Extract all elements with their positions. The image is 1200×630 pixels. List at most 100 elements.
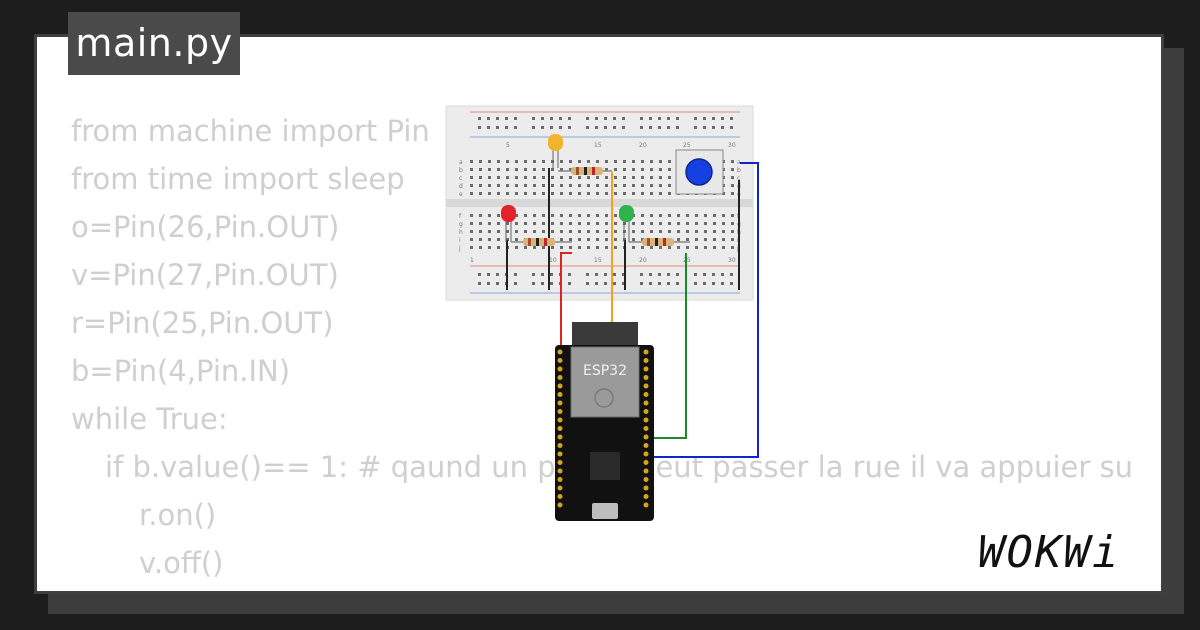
breadboard-row-letter: g — [459, 221, 463, 228]
code-line: r=Pin(25,Pin.OUT) — [71, 306, 334, 340]
breadboard-hole — [721, 273, 724, 276]
breadboard-hole — [731, 230, 734, 233]
header-pin — [643, 451, 649, 457]
breadboard-hole — [641, 168, 644, 171]
breadboard-row-letter: c — [459, 175, 462, 182]
breadboard-hole — [596, 214, 599, 217]
header-pin — [557, 358, 563, 363]
breadboard-hole — [695, 246, 698, 249]
breadboard-hole — [487, 126, 490, 129]
breadboard-hole — [641, 184, 644, 187]
header-pin — [557, 477, 563, 482]
led-green[interactable] — [619, 205, 634, 242]
breadboard-hole — [605, 168, 608, 171]
breadboard-hole — [551, 230, 554, 233]
breadboard-hole — [560, 238, 563, 241]
breadboard-hole — [533, 184, 536, 187]
header-pin — [557, 392, 563, 397]
breadboard-hole — [506, 192, 509, 195]
breadboard-hole — [515, 230, 518, 233]
breadboard-hole — [551, 168, 554, 171]
breadboard-hole — [641, 160, 644, 163]
breadboard-hole — [533, 222, 536, 225]
breadboard-hole — [605, 230, 608, 233]
breadboard-hole — [560, 176, 563, 179]
breadboard-hole — [506, 168, 509, 171]
resistor-2 — [511, 238, 572, 246]
breadboard-hole — [731, 246, 734, 249]
breadboard-row-letter: j — [736, 245, 739, 252]
breadboard-hole — [694, 126, 697, 129]
header-pin — [557, 383, 563, 389]
breadboard-hole — [640, 126, 643, 129]
breadboard-hole — [713, 238, 716, 241]
file-tab[interactable]: main.py — [68, 12, 240, 75]
led-red[interactable] — [501, 205, 516, 242]
breadboard-hole — [703, 126, 706, 129]
breadboard-hole — [514, 117, 517, 120]
breadboard-hole — [496, 126, 499, 129]
breadboard-hole — [605, 222, 608, 225]
breadboard-hole — [532, 273, 535, 276]
breadboard-hole — [677, 222, 680, 225]
breadboard-hole — [596, 222, 599, 225]
breadboard-hole — [479, 176, 482, 179]
header-pin — [643, 383, 649, 389]
breadboard-hole — [640, 273, 643, 276]
breadboard-hole — [596, 184, 599, 187]
breadboard-hole — [569, 246, 572, 249]
breadboard-hole — [659, 184, 662, 187]
breadboard-hole — [703, 273, 706, 276]
breadboard-hole — [614, 176, 617, 179]
breadboard-hole — [604, 117, 607, 120]
breadboard-hole — [569, 214, 572, 217]
breadboard-hole — [704, 238, 707, 241]
breadboard-hole — [649, 117, 652, 120]
breadboard-hole — [658, 126, 661, 129]
breadboard-hole — [550, 282, 553, 285]
breadboard-hole — [731, 214, 734, 217]
breadboard-row-letter: a — [737, 159, 741, 166]
led-orange[interactable] — [548, 134, 563, 168]
header-pin — [557, 409, 563, 414]
breadboard-hole — [614, 168, 617, 171]
breadboard-row-letter: h — [459, 229, 463, 236]
breadboard-hole — [470, 230, 473, 233]
push-button[interactable] — [675, 149, 724, 195]
breadboard-hole — [560, 246, 563, 249]
breadboard-hole — [632, 246, 635, 249]
breadboard-hole — [658, 273, 661, 276]
breadboard-hole — [560, 160, 563, 163]
breadboard-hole — [515, 184, 518, 187]
header-pin — [643, 494, 649, 499]
breadboard-hole — [515, 176, 518, 179]
header-pin — [557, 485, 563, 491]
breadboard-hole — [524, 184, 527, 187]
resistor-1 — [558, 167, 612, 175]
breadboard-hole — [542, 168, 545, 171]
breadboard-hole — [533, 160, 536, 163]
breadboard-hole — [614, 246, 617, 249]
esp32-board[interactable]: ESP32 — [555, 322, 654, 521]
breadboard-hole — [506, 176, 509, 179]
header-pin — [557, 443, 563, 448]
breadboard-hole — [487, 282, 490, 285]
breadboard-hole — [704, 230, 707, 233]
breadboard-hole — [488, 192, 491, 195]
breadboard-hole — [604, 126, 607, 129]
breadboard-hole — [623, 176, 626, 179]
breadboard-hole — [542, 214, 545, 217]
breadboard-hole — [478, 273, 481, 276]
breadboard-hole — [641, 246, 644, 249]
breadboard-hole — [541, 126, 544, 129]
breadboard-hole — [613, 126, 616, 129]
breadboard-hole — [505, 126, 508, 129]
header-pin — [643, 366, 649, 372]
breadboard-hole — [650, 214, 653, 217]
breadboard-hole — [614, 184, 617, 187]
breadboard-hole — [524, 192, 527, 195]
breadboard-hole — [596, 160, 599, 163]
header-pin — [557, 468, 563, 474]
breadboard-hole — [488, 176, 491, 179]
breadboard-column-number: 20 — [639, 142, 647, 149]
